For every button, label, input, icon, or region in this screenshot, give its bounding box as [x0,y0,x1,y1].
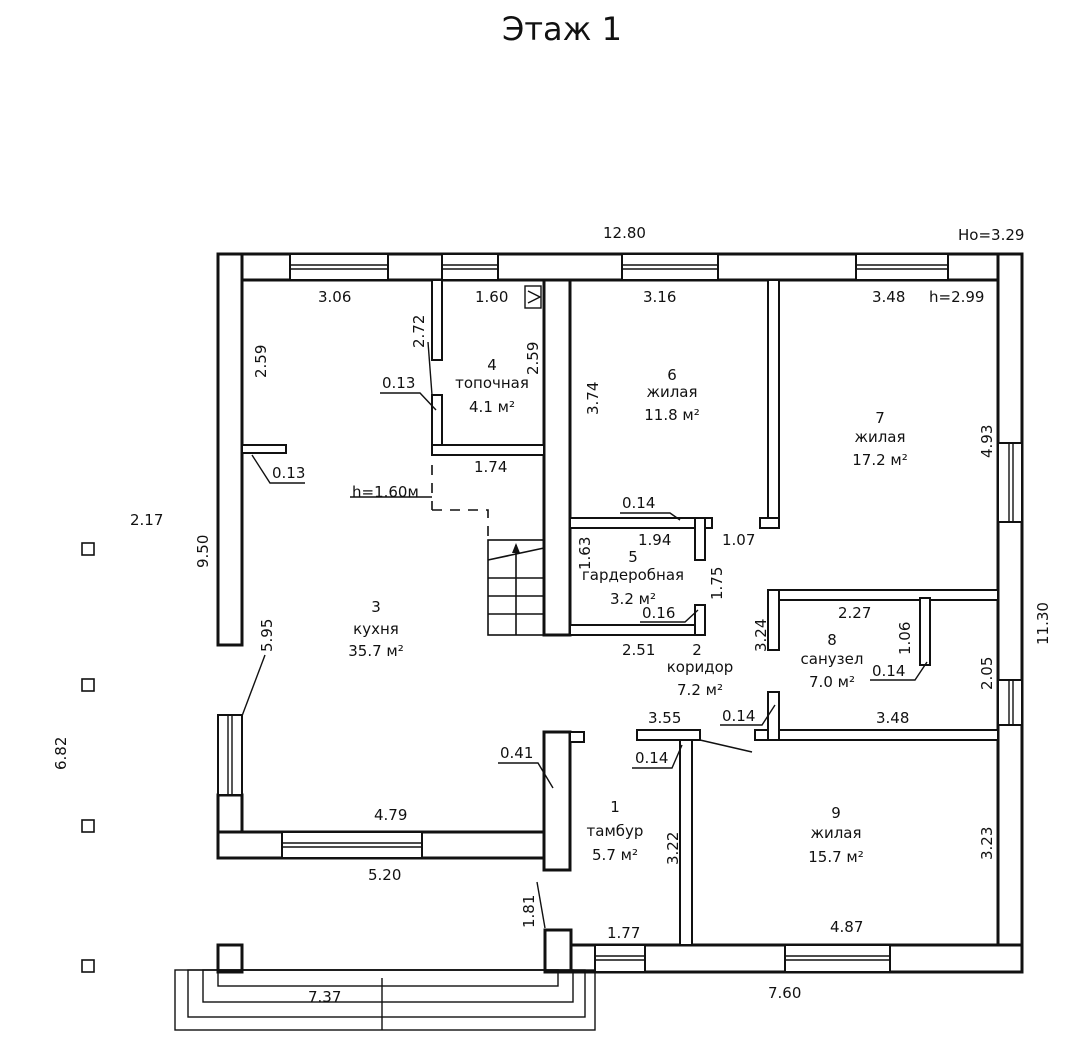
room-label-text: 15.7 м² [808,848,864,866]
interior-walls [241,278,999,946]
dim-label: 4.87 [830,918,863,936]
room-label-text: жилая [646,383,697,401]
room-label-text: тамбур [587,822,644,840]
dim-label: 1.74 [474,458,507,476]
dim-label: 0.16 [642,604,675,622]
dim-bottom-right: 7.60 [768,984,801,1002]
room-label-text: 5.7 м² [592,846,638,864]
room-label-text: 35.7 м² [348,642,404,660]
room-label-text: 5 [628,548,638,566]
dim-left-total: 9.50 [194,535,212,568]
dim-label: 3.24 [752,619,770,652]
dim-label: 0.13 [272,464,305,482]
dim-label: 1.60 [475,288,508,306]
dim-label: 0.41 [500,744,533,762]
dim-label: 0.14 [622,494,655,512]
room-label-text: 7.0 м² [809,673,855,691]
dim-label: 3.16 [643,288,676,306]
dim-label: 1.77 [607,924,640,942]
dim-label: 1.81 [520,895,538,928]
room-label-text: 3 [371,598,381,616]
dim-label: 4.93 [978,425,996,458]
dim-label: 0.14 [635,749,668,767]
room-label-text: жилая [854,428,905,446]
room-label-text: 3.2 м² [610,590,656,608]
room-label-text: 17.2 м² [852,451,908,469]
room-label-text: 4 [487,356,497,374]
room-label-text: кухня [353,620,399,638]
boiler-icon [524,285,542,309]
room-label-text: 7 [875,409,885,427]
room-label-text: 4.1 м² [469,398,515,416]
dim-label: 0.14 [722,707,755,725]
dim-width-top: 12.80 [603,224,646,242]
dim-label: 3.55 [648,709,681,727]
inner-height: h=2.99 [929,288,984,306]
dim-label: 2.05 [978,657,996,690]
dim-label: 3.22 [664,832,682,865]
room-label-text: жилая [810,824,861,842]
dim-label: 4.79 [374,806,407,824]
dim-label: 3.48 [872,288,905,306]
dim-label: 3.74 [584,382,602,415]
plan-title: Этаж 1 [502,10,622,48]
dim-label: 3.23 [978,827,996,860]
dim-label: 2.51 [622,641,655,659]
dim-porch: 7.37 [308,988,341,1006]
outer-height: Ho=3.29 [958,226,1024,244]
dim-label: 1.75 [708,567,726,600]
room-9: 9 жилая 15.7 м² [808,804,864,866]
windows [217,253,1023,973]
dim-label: 2.27 [838,604,871,622]
room-3: 3 кухня 35.7 м² [348,598,404,660]
outer-walls [216,252,1024,974]
dim-label: 1.06 [896,622,914,655]
mezzanine-height: h=1.60м [352,483,419,501]
dim-label: 2.59 [252,345,270,378]
dim-label: 5.20 [368,866,401,884]
room-label-text: топочная [455,374,529,392]
room-label-text: 8 [827,631,837,649]
room-label-text: 11.8 м² [644,406,700,424]
room-label-text: 6 [667,366,677,384]
room-label-text: санузел [801,650,864,668]
dim-left-outer: 2.17 [130,511,163,529]
dim-label: 3.06 [318,288,351,306]
staircase [487,539,545,636]
dim-label: 2.59 [524,342,542,375]
porch-steps [174,969,596,1031]
dim-label: 1.07 [722,531,755,549]
dim-label: 1.63 [576,537,594,570]
dim-label: 0.13 [382,374,415,392]
dim-label: 5.95 [258,619,276,652]
room-label-text: 7.2 м² [677,681,723,699]
room-label-text: 9 [831,804,841,822]
room-1: 1 тамбур 5.7 м² [587,798,644,864]
room-label-text: 2 [692,641,702,659]
dim-label: 0.14 [872,662,905,680]
leader-lines [241,341,928,929]
dim-left-lower: 6.82 [52,737,70,770]
dim-label: 3.48 [876,709,909,727]
dim-label: 1.94 [638,531,671,549]
room-label-text: коридор [667,658,734,676]
dim-length-right: 11.30 [1034,602,1052,645]
column-markers [81,542,95,973]
room-label-text: 1 [610,798,620,816]
room-label-text: гардеробная [582,566,684,584]
dim-label: 2.72 [410,315,428,348]
